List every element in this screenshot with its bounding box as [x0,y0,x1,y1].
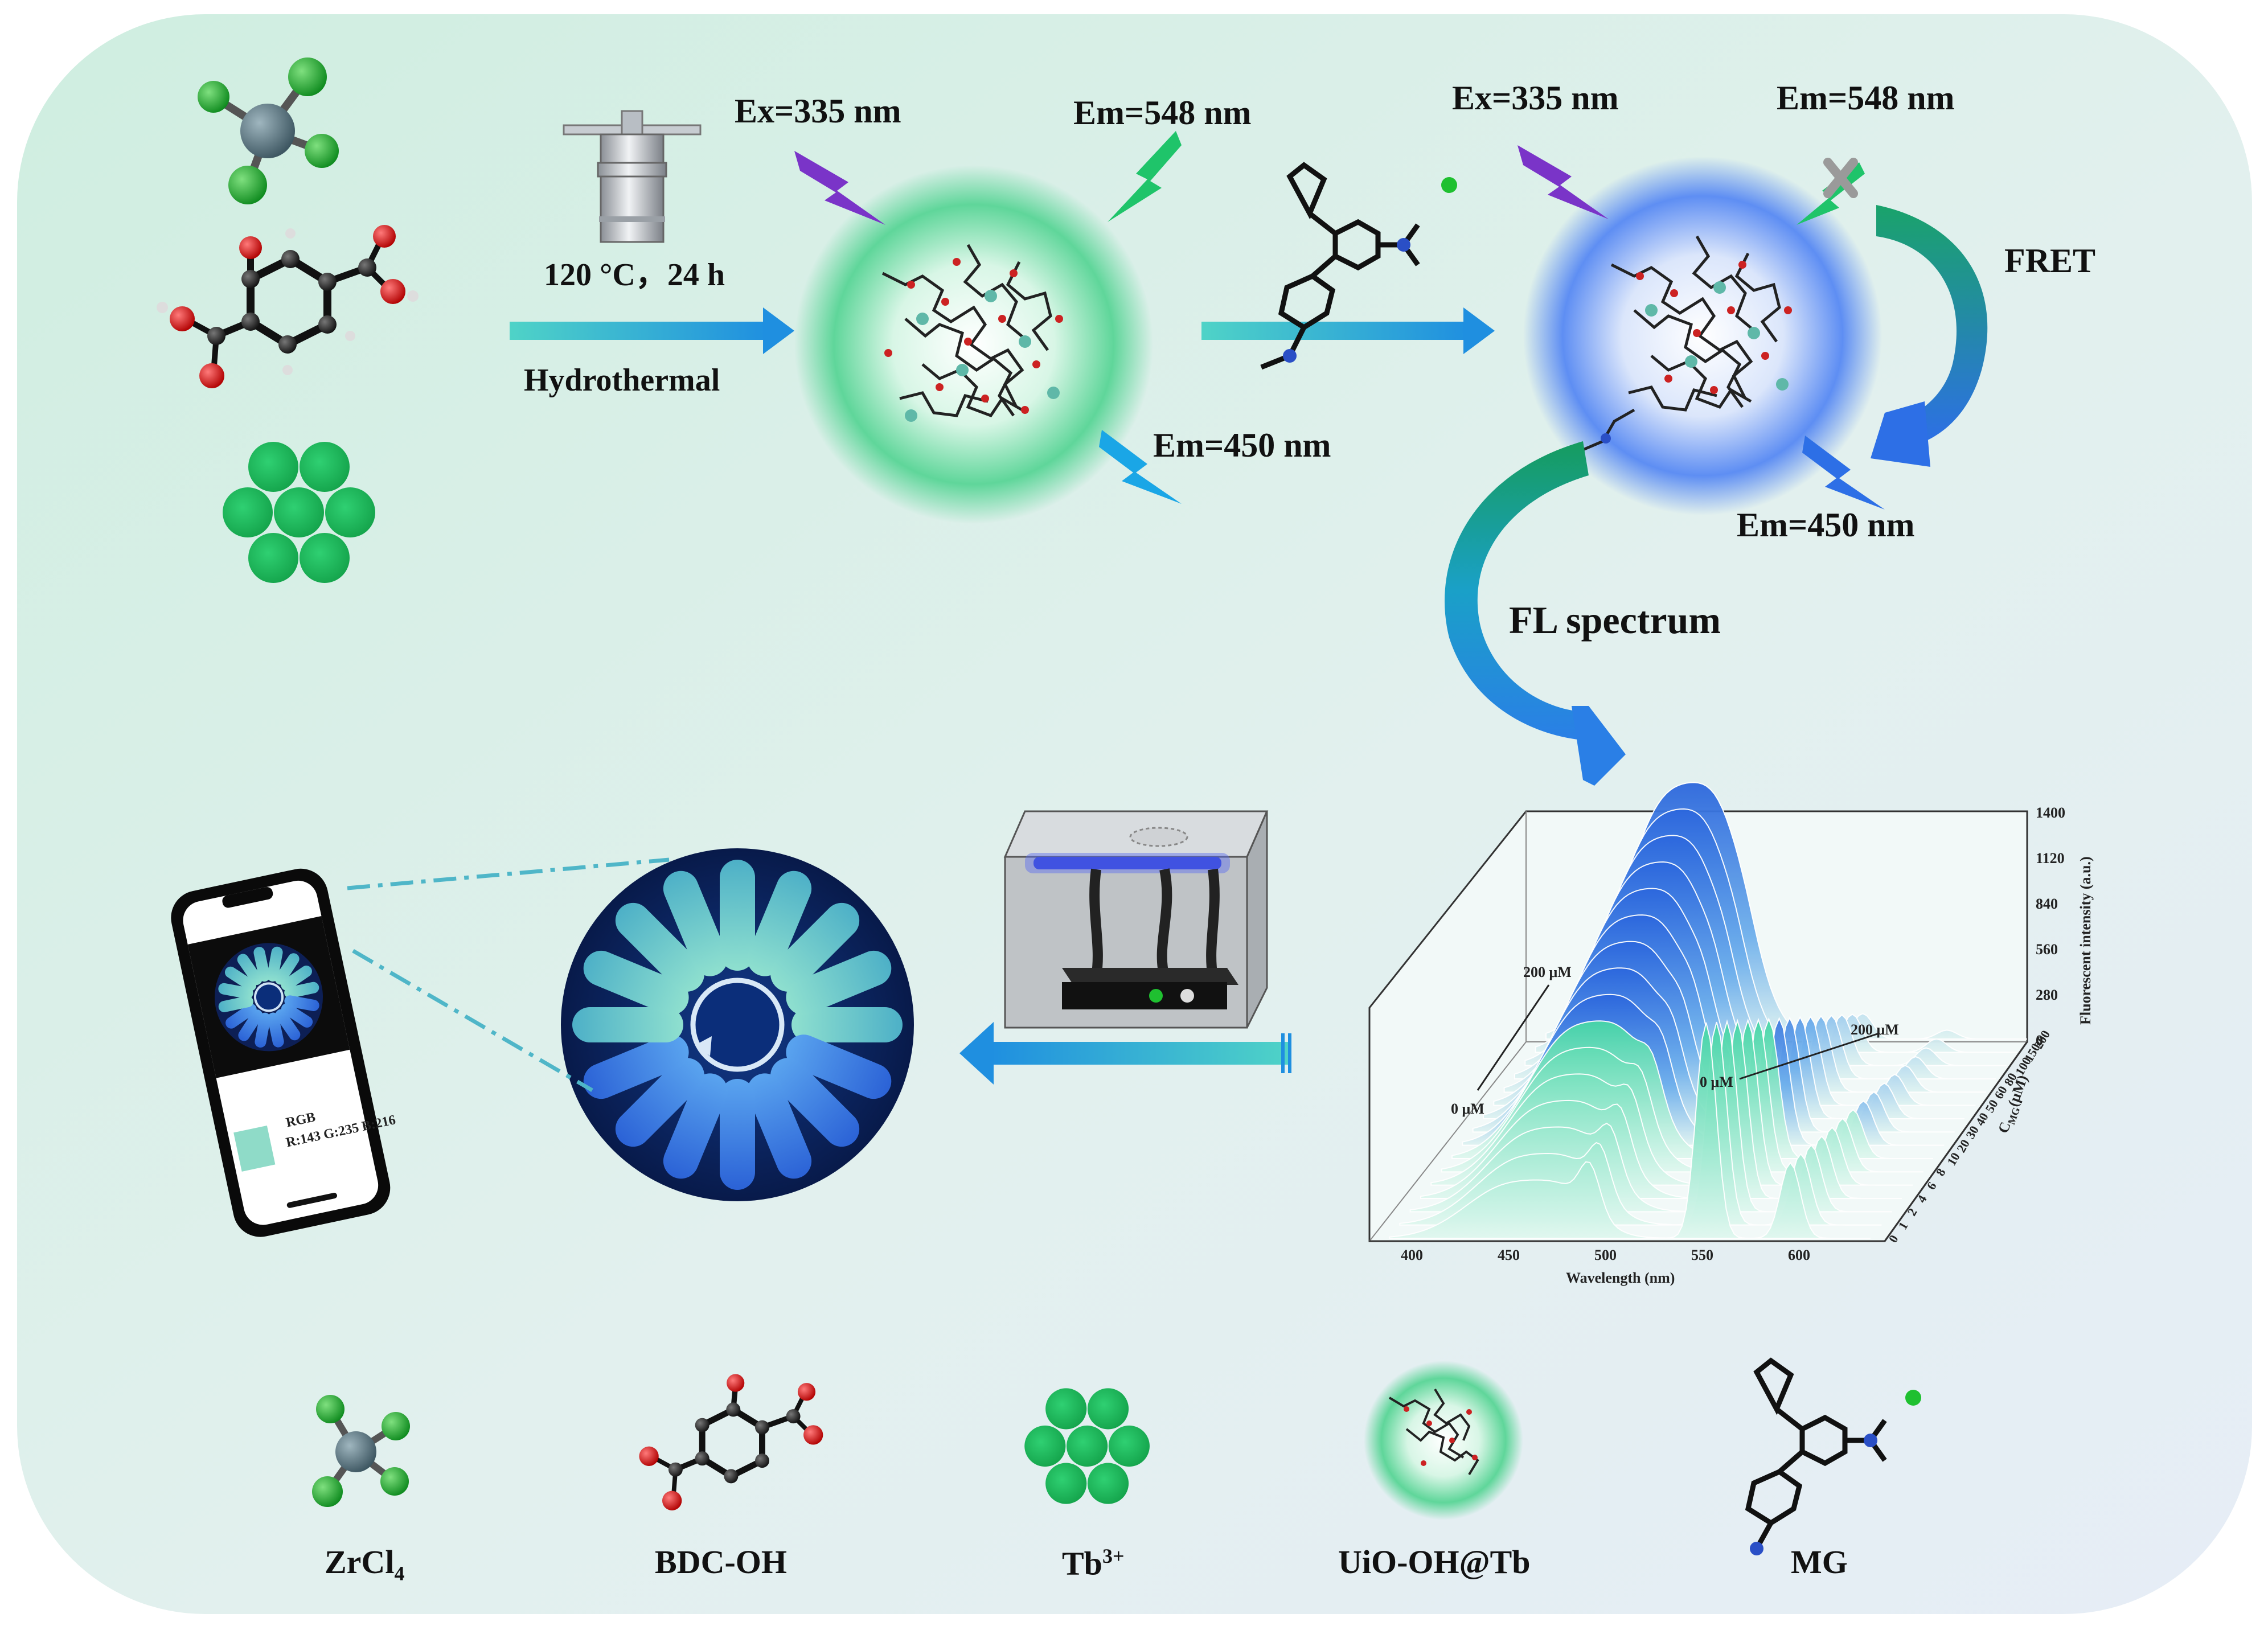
sample-tube [786,1034,892,1099]
legend-label-bdc-oh: BDC-OH [655,1543,787,1580]
sample-tube [275,1009,301,1041]
bdc-oh-molecule-top [157,225,419,388]
label-200-right: 200 μM [1851,1021,1899,1038]
y-tick-label: 280 [2036,987,2058,1003]
label-0-left: 0 μM [1451,1101,1484,1117]
sample-tube [237,954,263,986]
y-tick-label: 1400 [2036,804,2065,821]
sample-tube [281,966,312,991]
legend-label-zrcl4: ZrCl4 [325,1543,405,1585]
legend-zrcl4-icon [312,1395,410,1507]
quenched-probe [1523,157,1882,515]
legend-label-uio-oh-tb: UiO-OH@Tb [1338,1543,1531,1580]
y-tick-label: 560 [2036,941,2058,958]
excitation-bolt-2 [1518,145,1609,219]
hydrothermal-arrow [510,307,794,354]
sample-tube [583,950,689,1015]
quenched-blue-emission-label: Em=450 nm [1737,506,1915,544]
autoclave-icon [563,110,702,243]
sample-tube [791,1007,903,1042]
sample-tube [786,950,892,1015]
uv-cabinet [1003,810,1269,1029]
spectrum-series [1389,1022,1871,1239]
tb-cluster-top [223,442,375,583]
spectrum-chart [1368,782,2028,1242]
y-tick-label: 840 [2036,896,2058,912]
probe-green-emission-label: Em=548 nm [1073,94,1252,132]
x-tick-label: 500 [1594,1247,1617,1263]
concentration-indicator-left [1477,984,1550,1091]
quenched-green-emission-label: Em=548 nm [1777,79,1955,117]
spectrum-series [1399,1021,1882,1226]
zoom-lines [347,857,670,1093]
synthesis-condition: 120 °C，24 h [544,257,725,293]
smartphone [171,868,391,1237]
sample-tube [720,1079,755,1190]
sample-tube [583,1034,689,1099]
blue-emission-bolt-1 [1099,430,1182,504]
quench-cross-icon [1823,158,1858,198]
quenched-excitation-label: Ex=335 nm [1452,79,1619,117]
sample-tube [224,966,257,991]
fret-arrow [1871,205,1988,467]
legend-label-mg: MG [1791,1543,1848,1580]
label-0-right: 0 μM [1700,1074,1733,1090]
y-axis-title: Fluorescent intensity (a.u.) [2077,856,2094,1025]
sample-tube [284,982,319,999]
y-tick-label: 0 [2036,1032,2043,1049]
fl-spectrum-arrow [1444,441,1626,786]
sample-tube [747,871,812,976]
detection-arrow [959,1022,1291,1085]
sample-tube [615,902,704,992]
sample-tube [572,1007,683,1042]
sample-tube [218,996,253,1012]
sample-tube [274,953,300,985]
y-tick-label: 1120 [2036,850,2065,867]
legend-label-tb: Tb3+ [1062,1545,1125,1582]
mg-molecule-top [1260,162,1457,370]
probe-blue-emission-label: Em=450 nm [1153,426,1331,464]
uio-oh-tb-probe [794,165,1153,524]
blue-emission-bolt-2 [1802,436,1885,510]
synthesis-method: Hydrothermal [524,363,720,398]
concentration-indicator-right [1739,1032,1880,1080]
mg-addition-arrow [1201,307,1495,354]
legend-bdc-oh-icon [639,1374,823,1510]
sample-tube [720,860,755,971]
x-axis-title: Wavelength (nm) [1566,1270,1675,1286]
fret-label: FRET [2004,242,2096,280]
green-emission-bolt-1 [1108,131,1182,222]
legend-uio-oh-tb-icon [1364,1361,1523,1520]
sample-tube [267,1012,284,1048]
excitation-bolt-1 [794,151,885,225]
legend-mg-icon [1745,1357,1921,1555]
sample-tube [747,1073,812,1179]
sample-tube [238,1009,263,1041]
sample-tube [225,1003,257,1029]
sample-tube [281,1003,313,1028]
sample-tube [253,947,270,982]
sample-tube [770,1058,860,1147]
zrcl4-molecule-top [198,58,339,204]
probe-excitation-label: Ex=335 nm [735,92,901,130]
x-tick-label: 550 [1691,1247,1713,1263]
sample-tube [770,902,860,992]
sample-tube [615,1058,704,1147]
legend-tb-icon [1024,1388,1150,1504]
sample-tube [663,1073,728,1179]
label-200-left: 200 μM [1523,964,1572,980]
petri-dish [561,848,914,1201]
x-tick-label: 600 [1788,1247,1810,1263]
sample-tube [663,871,728,976]
fl-spectrum-label: FL spectrum [1509,598,1721,642]
x-tick-label: 450 [1498,1247,1520,1263]
rgb-swatch [233,1125,276,1172]
x-tick-label: 400 [1401,1247,1423,1263]
